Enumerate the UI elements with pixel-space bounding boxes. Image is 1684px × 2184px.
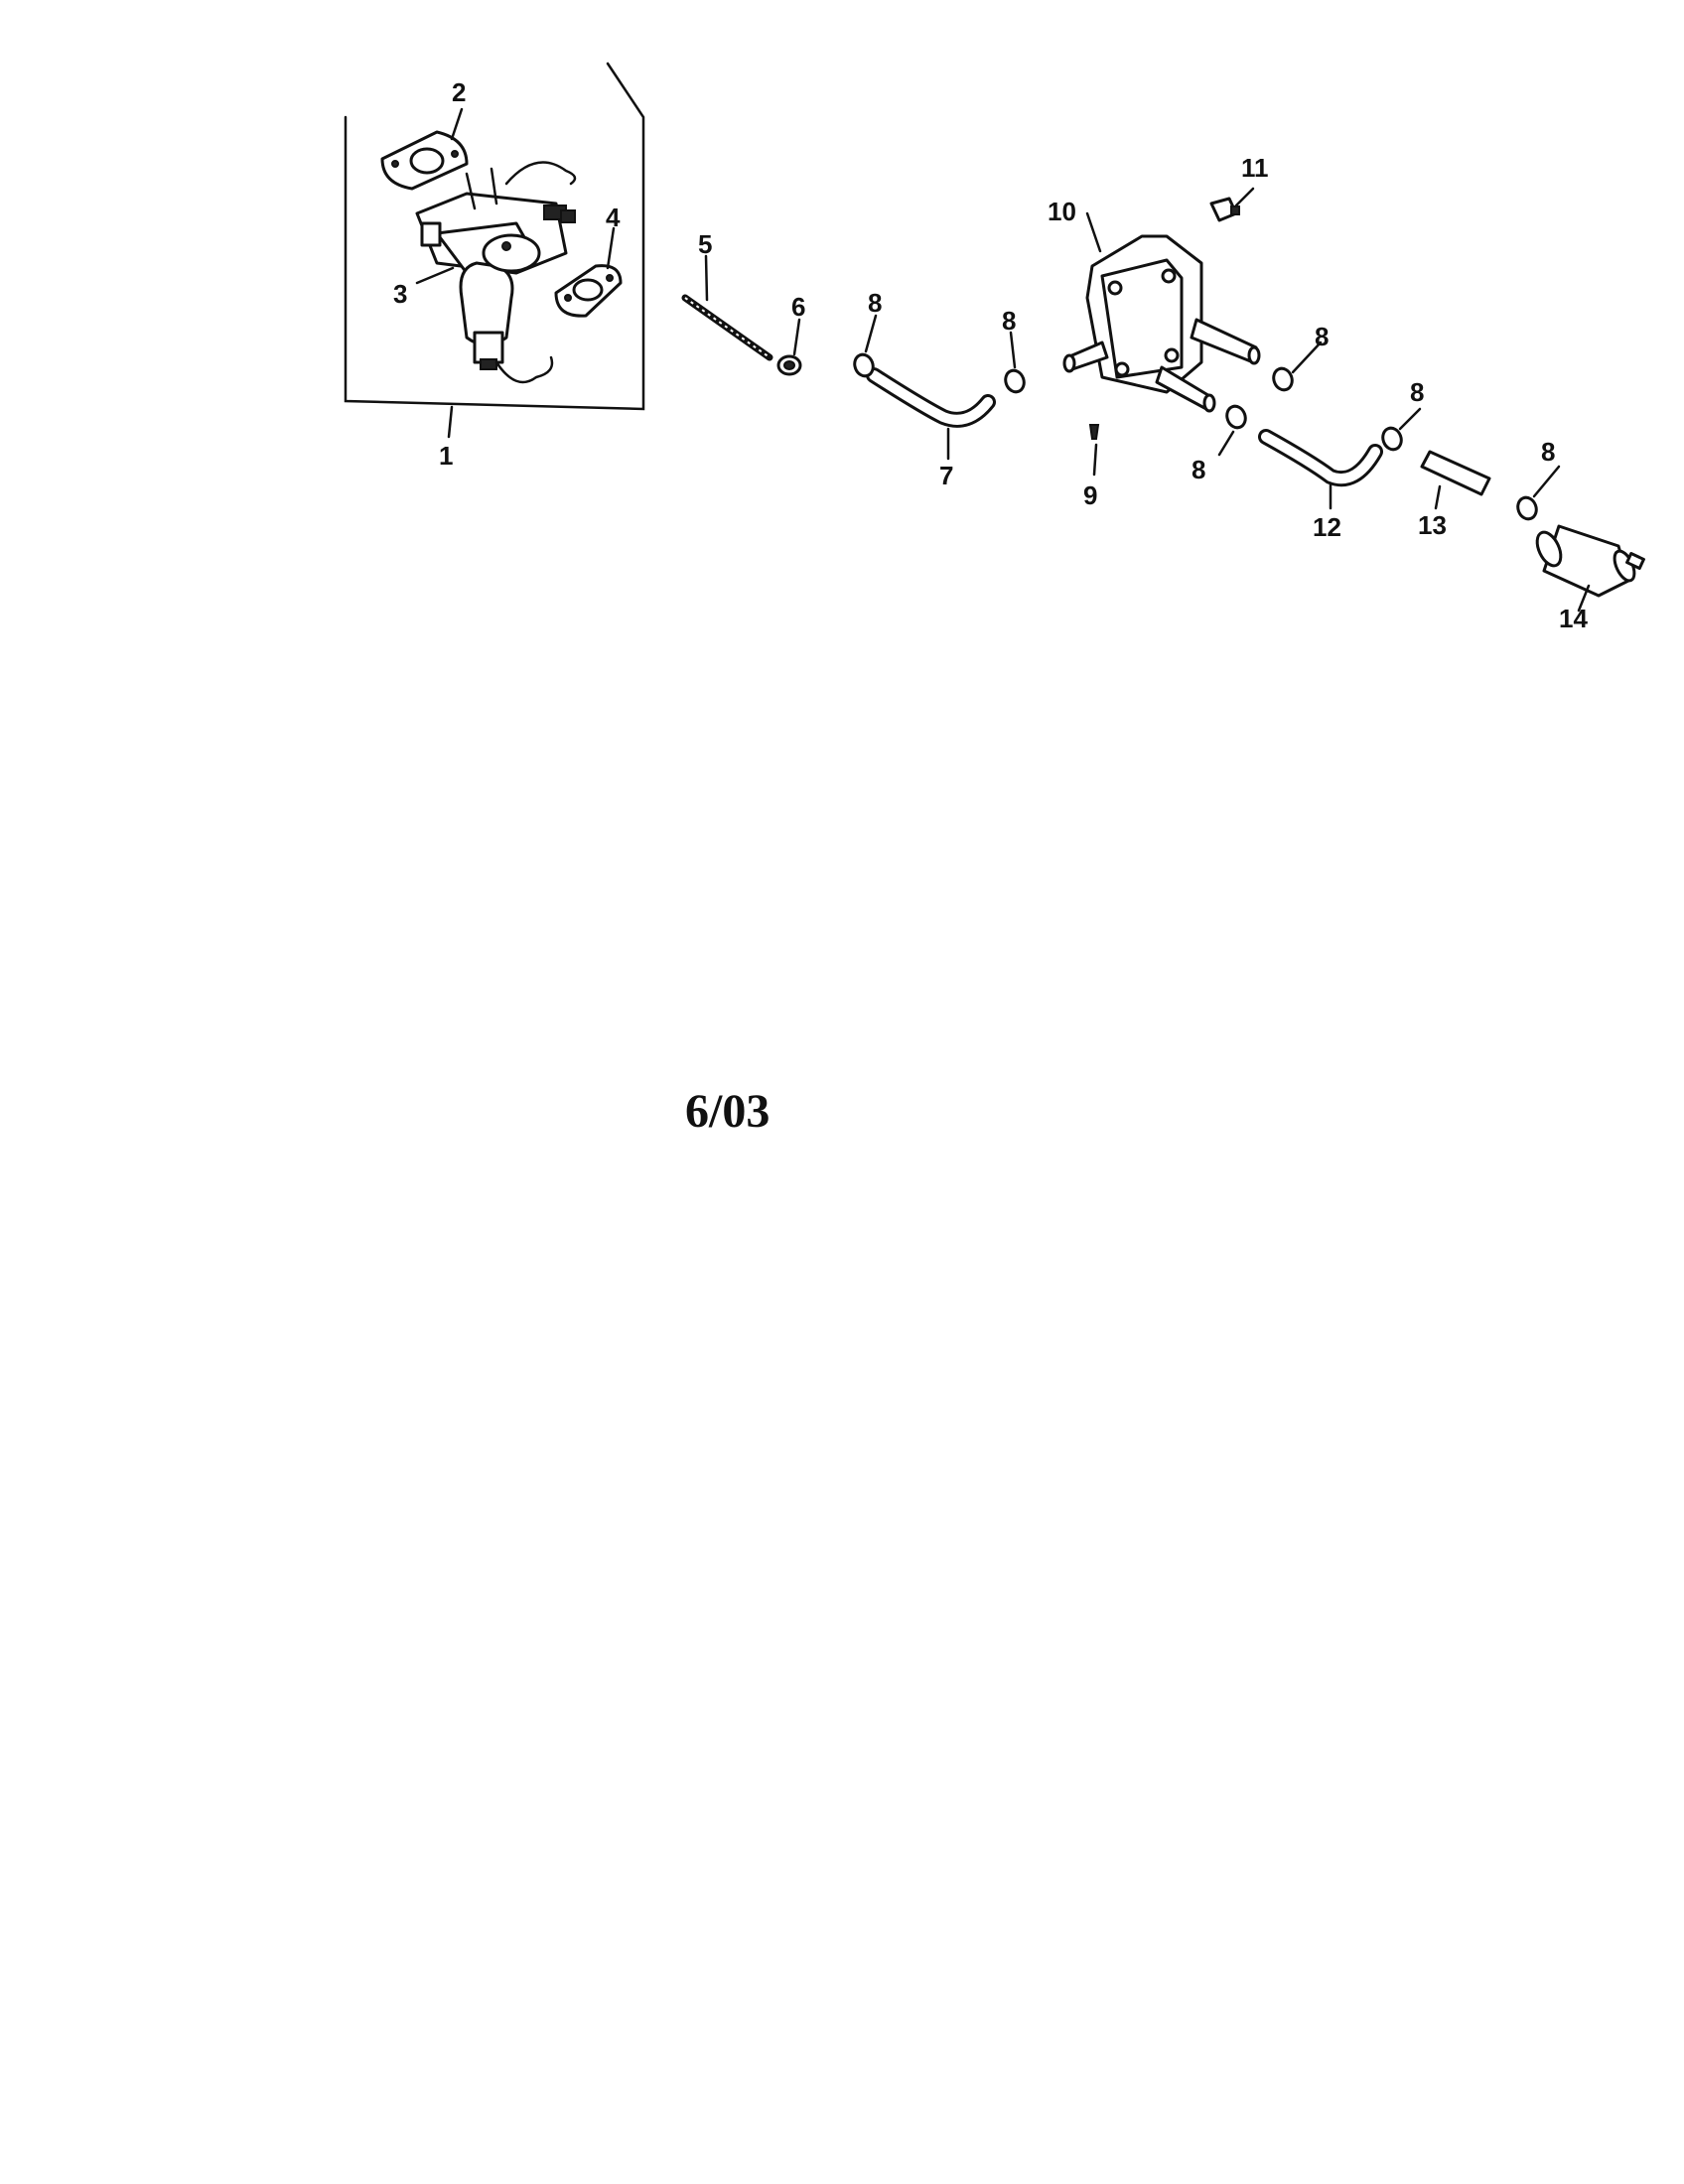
callout-8f: 8 (1541, 437, 1555, 467)
callout-7: 7 (939, 461, 953, 490)
part-8-clamp-b (1004, 368, 1026, 394)
part-4-gasket (554, 264, 623, 318)
part-8-clamp-e (1381, 426, 1403, 452)
callout-14: 14 (1559, 604, 1588, 633)
part-9-screw (1088, 424, 1100, 440)
part-11-fitting (1209, 197, 1240, 222)
part-12-hose (1258, 429, 1383, 487)
callout-8a: 8 (868, 288, 882, 318)
part-2-gasket (380, 130, 469, 191)
part-8-clamp-f (1516, 495, 1538, 521)
callout-8d: 8 (1192, 455, 1205, 484)
callout-2: 2 (452, 77, 466, 107)
callout-9: 9 (1083, 480, 1097, 510)
callout-11: 11 (1241, 153, 1269, 183)
part-6-nut (776, 354, 802, 376)
part-5-stud (681, 294, 773, 361)
callout-10: 10 (1048, 197, 1076, 226)
part-7-hose (866, 367, 996, 428)
callout-6: 6 (791, 292, 805, 322)
carburetor-assembly-frame (344, 62, 645, 411)
revision-date: 6/03 (685, 1085, 771, 1138)
part-10-fuel-pump (1062, 234, 1261, 413)
callout-5: 5 (698, 229, 712, 259)
part-13-tube (1420, 450, 1491, 496)
part-8-clamp-a (853, 352, 875, 378)
leader-lines (415, 107, 1591, 613)
part-8-clamp-d (1225, 404, 1247, 430)
part-3-carburetor (415, 161, 577, 384)
part-14-fuel-filter (1535, 524, 1645, 598)
callout-4: 4 (606, 203, 621, 232)
callout-1: 1 (439, 441, 453, 471)
callout-13: 13 (1418, 510, 1447, 540)
callout-8c: 8 (1315, 322, 1329, 351)
callout-8e: 8 (1410, 377, 1424, 407)
callout-8b: 8 (1002, 306, 1016, 336)
callout-3: 3 (393, 279, 407, 309)
callout-12: 12 (1313, 512, 1341, 542)
part-8-clamp-c (1272, 366, 1294, 392)
